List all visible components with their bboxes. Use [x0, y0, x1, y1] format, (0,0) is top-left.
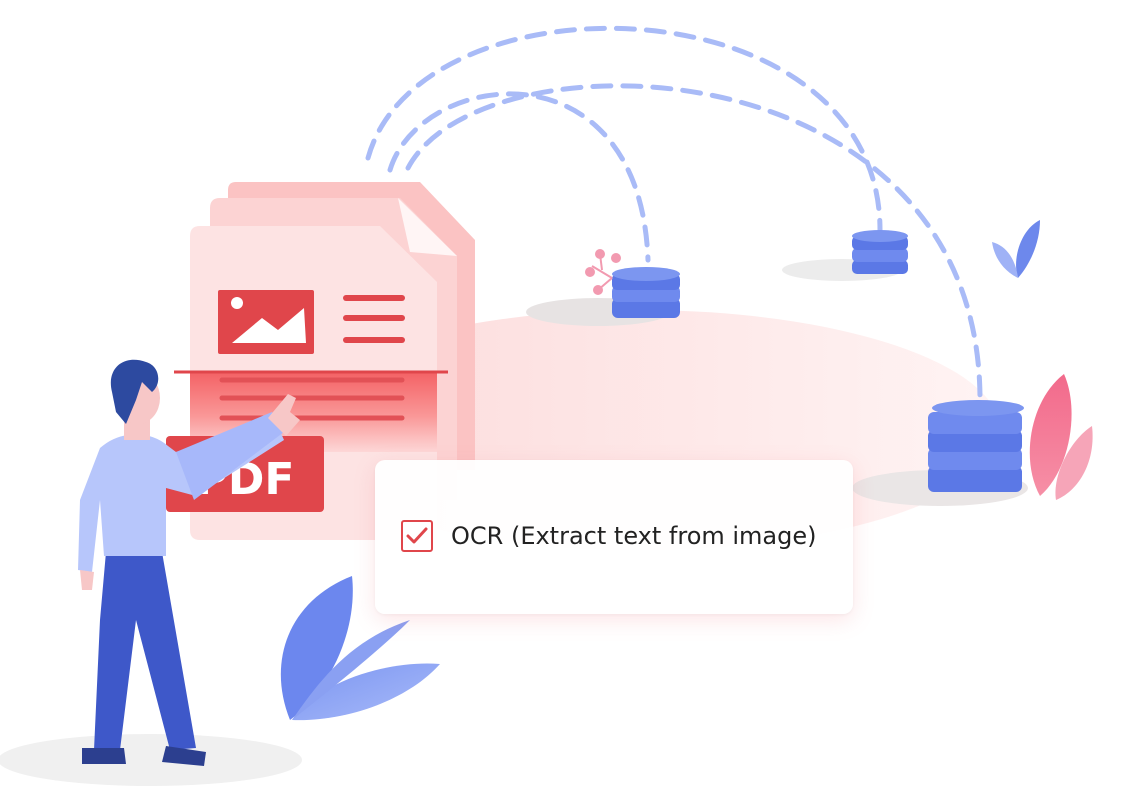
person-arm [176, 412, 284, 500]
leaf-icon-small [992, 220, 1040, 278]
person-shoe-left [82, 748, 126, 764]
connection-arcs [365, 25, 983, 403]
database-icon-2 [852, 230, 908, 274]
leaf-icon-blue [280, 576, 440, 721]
ocr-option[interactable]: OCR (Extract text from image) [401, 520, 817, 552]
ocr-checkbox[interactable] [401, 520, 433, 552]
scanned-text-lines [219, 377, 405, 421]
arc-to-db-2 [365, 25, 883, 233]
person-hand-left [80, 570, 94, 590]
ocr-option-card: OCR (Extract text from image) [375, 460, 853, 614]
document-fold [398, 198, 457, 256]
arc-to-db-3 [405, 83, 983, 403]
checkmark-icon [406, 527, 428, 544]
ocr-option-label: OCR (Extract text from image) [451, 522, 817, 550]
person-illustration [78, 359, 300, 766]
arc-to-db-1 [387, 91, 651, 263]
image-icon [218, 290, 314, 354]
person-hand [268, 394, 300, 436]
person-shadow [0, 734, 302, 786]
person-pants [94, 552, 196, 750]
database-icon-3 [928, 400, 1024, 492]
person-shoe-right [162, 746, 206, 766]
person-hair [110, 359, 159, 424]
flower-icon [585, 249, 621, 295]
leaf-icon-pink [1029, 374, 1093, 500]
database-icon-1 [612, 267, 680, 318]
text-lines [343, 295, 405, 343]
